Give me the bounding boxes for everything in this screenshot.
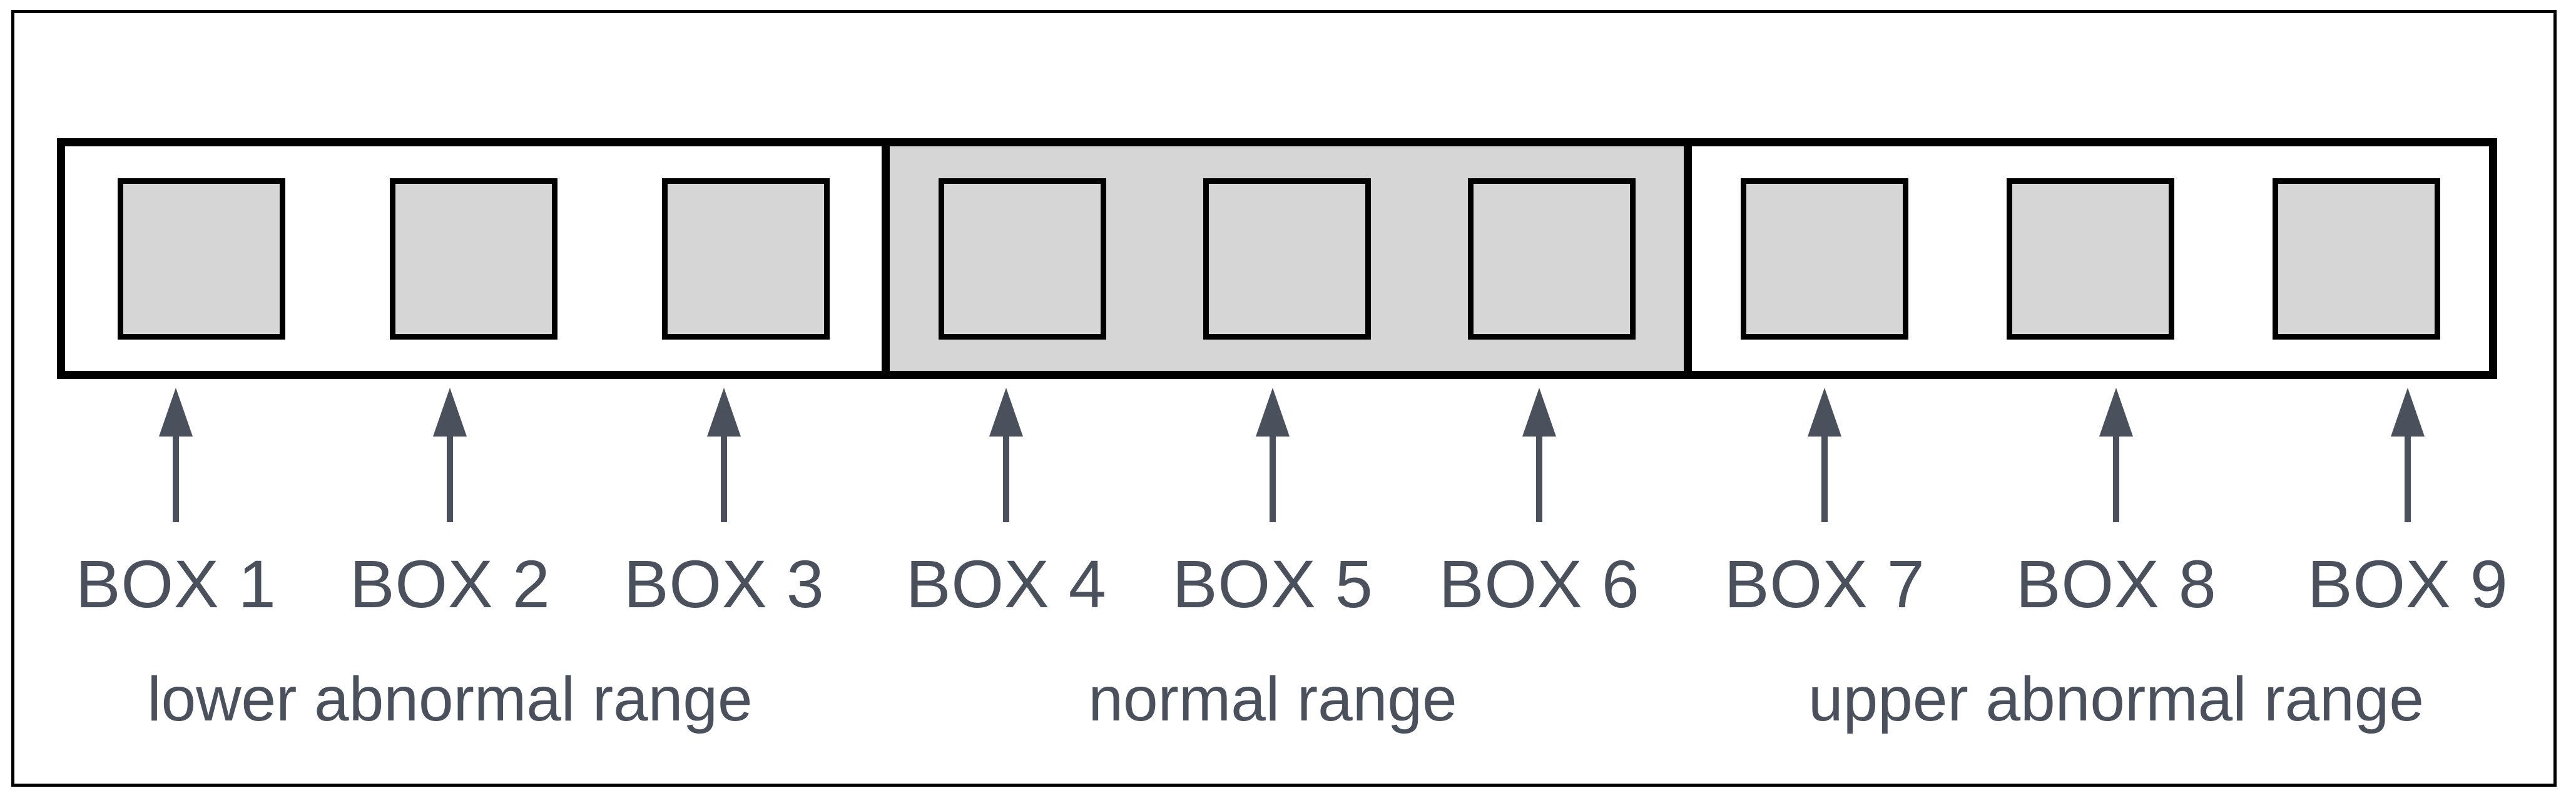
arrow-up-icon-shaft-1 — [173, 434, 179, 522]
arrow-up-icon-shaft-7 — [1821, 434, 1828, 522]
box-label-4: BOX 4 — [905, 546, 1107, 622]
sample-box-1[interactable] — [117, 178, 285, 340]
box-label-row: BOX 1 BOX 2 BOX 3 BOX 4 BOX 5 BOX 6 BOX … — [0, 550, 2576, 625]
box-label-3: BOX 3 — [623, 546, 825, 622]
sample-box-2[interactable] — [389, 178, 557, 340]
sample-box-4[interactable] — [938, 178, 1106, 340]
range-label-row: lower abnormal range normal range upper … — [0, 668, 2576, 749]
box-label-8: BOX 8 — [2015, 546, 2217, 622]
box-label-2: BOX 2 — [349, 546, 551, 622]
arrow-group — [159, 388, 2425, 522]
sample-box-9[interactable] — [2272, 178, 2440, 340]
arrow-up-icon-head-2 — [433, 388, 467, 437]
outer-frame — [11, 10, 2557, 787]
arrow-up-icon-head-1 — [159, 388, 193, 437]
range-label-lower-abnormal: lower abnormal range — [147, 664, 753, 734]
box-label-6: BOX 6 — [1438, 546, 1640, 622]
range-label-upper-abnormal: upper abnormal range — [1808, 664, 2424, 734]
arrow-up-icon-head-3 — [707, 388, 741, 437]
arrow-up-icon-shaft-5 — [1270, 434, 1276, 522]
box-label-9: BOX 9 — [2307, 546, 2508, 622]
arrow-up-icon-head-5 — [1256, 388, 1290, 437]
arrow-up-icon-head-7 — [1808, 388, 1841, 437]
sample-box-5[interactable] — [1203, 178, 1371, 340]
arrow-up-icon-shaft-2 — [447, 434, 453, 522]
arrow-up-icon-head-8 — [2099, 388, 2133, 437]
arrow-up-icon-shaft-3 — [721, 434, 727, 522]
range-section-upper-abnormal — [1692, 146, 2489, 371]
range-bar — [57, 138, 2497, 379]
range-section-lower-abnormal — [65, 146, 882, 371]
box-label-7: BOX 7 — [1724, 546, 1925, 622]
sample-box-6[interactable] — [1467, 178, 1636, 340]
arrow-up-icon-head-9 — [2391, 388, 2425, 437]
arrow-up-icon-shaft-9 — [2405, 434, 2411, 522]
sample-box-3[interactable] — [661, 178, 830, 340]
arrow-up-icon-head-6 — [1522, 388, 1556, 437]
arrow-up-icon-shaft-8 — [2113, 434, 2119, 522]
arrow-up-icon-shaft-6 — [1536, 434, 1542, 522]
sample-box-8[interactable] — [2006, 178, 2174, 340]
sample-box-7[interactable] — [1741, 178, 1909, 340]
box-label-5: BOX 5 — [1172, 546, 1373, 622]
range-section-normal — [882, 146, 1692, 371]
arrow-up-icon-head-4 — [989, 388, 1023, 437]
box-label-1: BOX 1 — [75, 546, 277, 622]
range-label-normal: normal range — [1088, 664, 1457, 734]
arrow-up-icon-shaft-4 — [1003, 434, 1009, 522]
